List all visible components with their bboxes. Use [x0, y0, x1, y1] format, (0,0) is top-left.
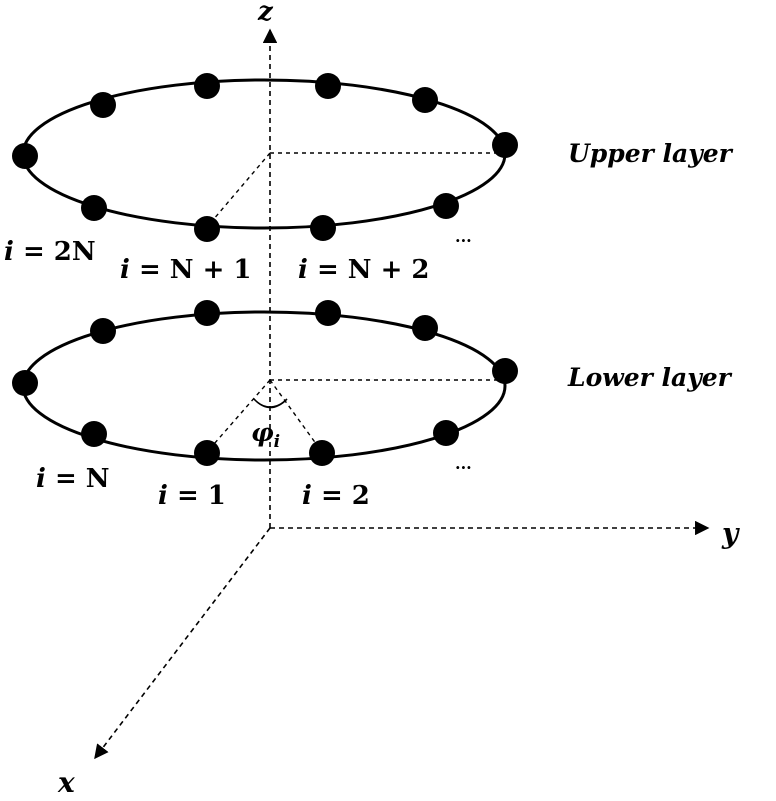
lower-node	[433, 420, 459, 446]
upper-node	[412, 87, 438, 113]
lower-nodes	[12, 300, 518, 466]
upper-node-n1	[194, 216, 220, 242]
lower-node	[315, 300, 341, 326]
upper-node	[315, 73, 341, 99]
y-axis-label: y	[721, 517, 740, 550]
lower-ellipsis: ···	[455, 458, 472, 477]
upper-node	[90, 92, 116, 118]
label-i-1: i = 1	[158, 481, 226, 511]
upper-node	[12, 143, 38, 169]
upper-node-2n	[81, 195, 107, 221]
label-i-n-plus-1: i = N + 1	[120, 255, 252, 285]
lower-node	[12, 370, 38, 396]
lower-node	[90, 318, 116, 344]
label-i-2: i = 2	[302, 481, 370, 511]
upper-node	[310, 215, 336, 241]
lower-node	[412, 315, 438, 341]
upper-node	[492, 132, 518, 158]
upper-node	[194, 73, 220, 99]
label-i-n-plus-2: i = N + 2	[298, 255, 430, 285]
upper-ellipsis: ···	[455, 231, 472, 250]
x-axis	[94, 527, 271, 760]
angle-arc-inner	[256, 401, 285, 408]
upper-center-to-n1	[206, 152, 271, 228]
upper-node	[433, 193, 459, 219]
lower-node-1	[194, 440, 220, 466]
x-axis-label: x	[57, 766, 75, 799]
upper-layer-label: Upper layer	[568, 139, 734, 168]
upper-nodes	[12, 73, 518, 242]
lower-center-to-2	[269, 379, 323, 453]
lower-node	[492, 358, 518, 384]
label-i-2n: i = 2N	[4, 237, 96, 267]
z-axis-label: z	[257, 0, 274, 27]
lower-node-n	[81, 421, 107, 447]
label-i-n: i = N	[36, 464, 110, 494]
lower-node-2	[309, 440, 335, 466]
lower-node	[194, 300, 220, 326]
angle-label: φi	[251, 418, 280, 452]
lower-layer-label: Lower layer	[567, 363, 733, 392]
